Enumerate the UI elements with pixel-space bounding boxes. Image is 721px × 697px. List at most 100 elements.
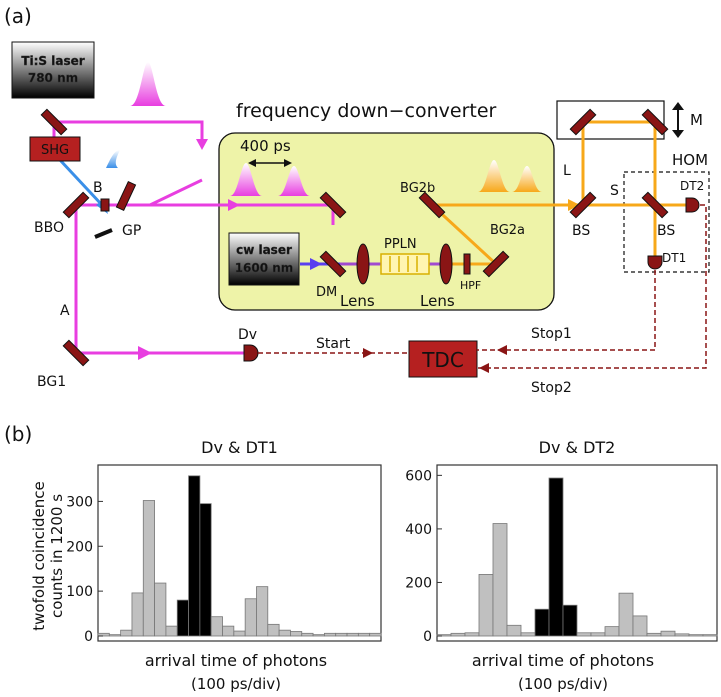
bar [464, 632, 480, 637]
hpf [463, 253, 471, 275]
mirror-m1 [569, 108, 597, 136]
label-a: A [60, 303, 70, 319]
delay-arrow-left [248, 159, 256, 167]
label-bg1: BG1 [37, 374, 66, 390]
signal-arrowheads [363, 345, 507, 373]
label-bg2b: BG2b [400, 181, 435, 196]
bar [660, 630, 676, 637]
mirror-laser [40, 108, 68, 136]
y-tick-label: 100 [66, 584, 93, 600]
mirror-gp [115, 180, 137, 212]
detector-dv[interactable] [243, 344, 259, 362]
converter-title: frequency down−converter [236, 100, 497, 122]
bar [244, 598, 257, 637]
pulse-4 [512, 166, 542, 192]
beam-block [100, 198, 110, 212]
label-lens1: Lens [340, 292, 375, 310]
bar [702, 634, 718, 637]
signal-lines [258, 204, 707, 369]
y-tick-label: 600 [405, 468, 432, 484]
component-labels: B BBO GP A BG1 DM Lens Lens PPLN HPF BG2… [34, 111, 704, 396]
bar [506, 624, 522, 637]
label-bs1: BS [572, 223, 590, 239]
x-axis-label-1b: (100 ps/div) [191, 675, 281, 693]
y-tick-label: 300 [66, 494, 93, 510]
bar [646, 632, 662, 637]
ppln-stripes [389, 256, 418, 272]
bar [120, 629, 133, 637]
bar [534, 608, 550, 637]
label-dt1: DT1 [662, 251, 686, 265]
pulse-3 [478, 160, 510, 192]
delay-stage-box [556, 100, 665, 140]
tdc-box[interactable] [408, 340, 478, 378]
y-axis-label-1: twofold coincidence [30, 481, 48, 631]
blue-beam [58, 158, 104, 207]
orange-arrowhead [568, 199, 580, 211]
mirror-dm [319, 250, 347, 278]
tis-laser-line1: Ti:S laser [21, 54, 84, 68]
detector-dt1[interactable] [647, 255, 663, 270]
cw-laser-line2: 1600 nm [235, 261, 294, 275]
label-ppln: PPLN [384, 237, 417, 252]
lens-1 [356, 243, 370, 285]
bar [576, 632, 592, 637]
label-stop2: Stop2 [531, 380, 572, 396]
bar [312, 634, 325, 637]
panel-a-label: (a) [4, 4, 32, 28]
bar [335, 632, 348, 637]
bar [323, 632, 337, 637]
mirrors [40, 108, 669, 367]
tis-laser-box[interactable] [11, 41, 95, 99]
bar [108, 634, 122, 637]
bar [301, 632, 314, 637]
pulse-2 [278, 166, 310, 196]
y-tick-label: 0 [84, 629, 93, 645]
bar [688, 634, 704, 637]
blue-pulse [106, 150, 120, 168]
y-tick-label: 400 [405, 522, 432, 538]
x-axis-label-2b: (100 ps/div) [518, 675, 608, 693]
bar [604, 626, 620, 637]
label-bg2a: BG2a [490, 223, 525, 238]
label-start: Start [316, 336, 351, 352]
lens-2 [439, 243, 453, 285]
chart-title: Dv & DT1 [201, 438, 278, 457]
bar [548, 477, 564, 637]
pulse-1 [230, 163, 262, 196]
bar [199, 503, 212, 637]
shg-box[interactable] [29, 136, 81, 162]
mirror-m2 [641, 108, 669, 136]
y-tick-label: 200 [405, 575, 432, 591]
bar [290, 631, 303, 637]
chart-title: Dv & DT2 [539, 438, 616, 457]
cw-laser-box[interactable] [228, 232, 300, 286]
label-m: M [690, 111, 703, 129]
m-arrow-up [672, 102, 684, 110]
cw-arrowhead [310, 258, 322, 270]
panel-b-label: (b) [4, 422, 32, 446]
label-l: L [563, 163, 571, 179]
bar [590, 632, 606, 637]
ppln-crystal [380, 253, 430, 275]
bar [256, 586, 269, 637]
beam-dump [94, 228, 113, 239]
hom-box [623, 171, 710, 273]
tdc-label: TDC [421, 348, 464, 372]
cw-laser-line1: cw laser [236, 243, 292, 257]
label-dv: Dv [238, 327, 257, 343]
bar [131, 592, 144, 637]
mirror-bg1 [62, 339, 90, 367]
bar [278, 629, 291, 637]
y-tick-label: 0 [423, 629, 432, 645]
pump-pulse [130, 62, 166, 106]
hom-label: HOM [672, 151, 708, 169]
mirror-bg2b [418, 191, 446, 219]
bar [492, 523, 508, 637]
detector-dt2[interactable] [685, 197, 700, 213]
bar [210, 616, 223, 637]
label-s: S [610, 183, 619, 199]
bar [188, 475, 201, 637]
